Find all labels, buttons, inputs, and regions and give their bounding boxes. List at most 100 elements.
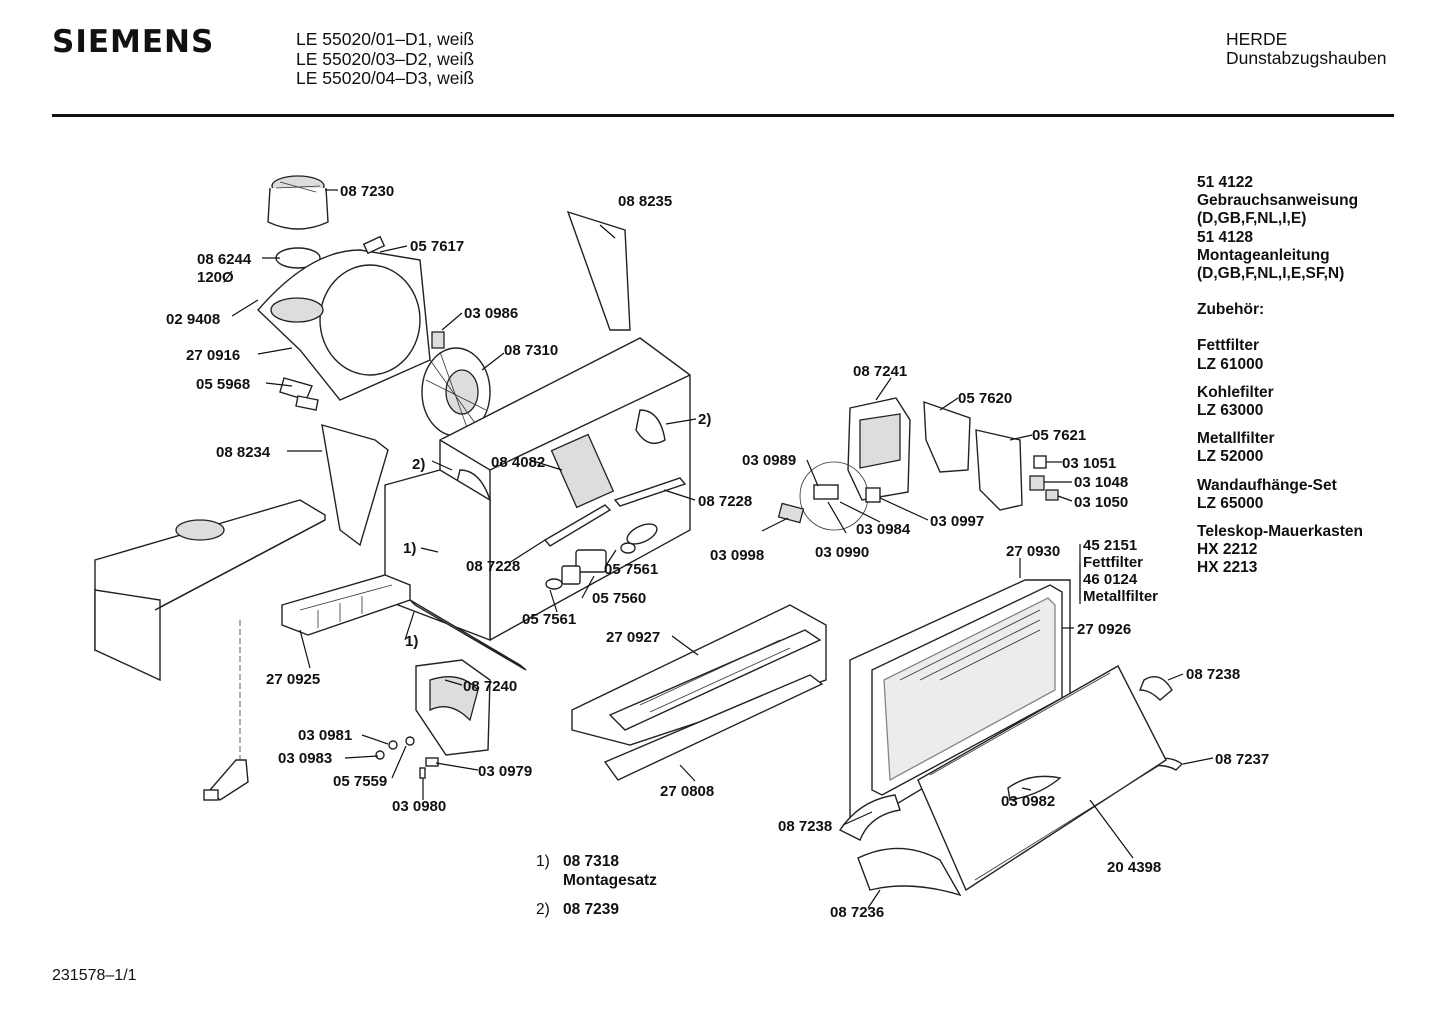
callout-label: 27 0808 bbox=[660, 783, 714, 800]
callout-label: 1) bbox=[403, 540, 416, 557]
footnote-code: 08 7239 bbox=[563, 901, 620, 918]
grease-filter-part bbox=[571, 604, 827, 781]
callout-label: 46 0124 bbox=[1083, 571, 1138, 588]
accessory-code: LZ 63000 bbox=[1197, 402, 1264, 420]
callout-label: 03 0989 bbox=[742, 452, 796, 469]
doc-languages: (D,GB,F,NL,I,E) bbox=[1197, 210, 1307, 228]
category-title: HERDE bbox=[1226, 29, 1288, 49]
doc-title: Montageanleitung bbox=[1197, 246, 1330, 264]
hood-body-part bbox=[384, 337, 691, 642]
callout-label: 03 1050 bbox=[1074, 494, 1128, 511]
callout-label: 05 7561 bbox=[604, 561, 658, 578]
callout-label: Metallfilter bbox=[1083, 588, 1158, 605]
footnote-marker: 1) bbox=[536, 853, 550, 870]
doc-languages: (D,GB,F,NL,I,E,SF,N) bbox=[1197, 265, 1345, 283]
accessory-name: Wandaufhänge-Set bbox=[1197, 476, 1337, 494]
front-panel-part bbox=[857, 665, 1167, 897]
callout-label: 03 0982 bbox=[1001, 793, 1055, 810]
lamp-socket-part bbox=[543, 477, 687, 590]
callout-label: 03 0983 bbox=[278, 750, 332, 767]
category-block: HERDE Dunstabzugshauben bbox=[1226, 30, 1387, 67]
callout-label: 27 0930 bbox=[1006, 543, 1060, 560]
callout-label: 05 7620 bbox=[958, 390, 1012, 407]
header-divider bbox=[52, 114, 1394, 117]
brand-logo: SIEMENS bbox=[52, 24, 215, 60]
metal-filter-frame-part bbox=[838, 579, 1184, 841]
switch-panel-part bbox=[375, 659, 491, 779]
callout-label: 05 7621 bbox=[1032, 427, 1086, 444]
callout-label: 45 2151 bbox=[1083, 537, 1137, 554]
callout-label: 03 0980 bbox=[392, 798, 446, 815]
model-line: LE 55020/04–D3, weiß bbox=[296, 68, 475, 88]
callout-label: Fettfilter bbox=[1083, 554, 1143, 571]
accessory-code: HX 2213 bbox=[1197, 559, 1258, 577]
cord-and-plug-part bbox=[203, 620, 249, 801]
callout-label: 2) bbox=[698, 411, 711, 428]
callout-label: 08 7238 bbox=[1186, 666, 1240, 683]
callout-label: 08 6244 bbox=[197, 251, 252, 268]
callout-label: 05 7617 bbox=[410, 238, 464, 255]
bottom-frame-part bbox=[281, 574, 527, 671]
callout-label: 08 7310 bbox=[504, 342, 558, 359]
callout-label: 03 0984 bbox=[856, 521, 911, 538]
callout-label: 08 7230 bbox=[340, 183, 394, 200]
model-line: LE 55020/01–D1, weiß bbox=[296, 29, 475, 49]
model-line: LE 55020/03–D2, weiß bbox=[296, 48, 475, 69]
callout-label: 2) bbox=[412, 456, 425, 473]
callout-label: 08 7237 bbox=[1215, 751, 1269, 768]
callout-label: 120Ø bbox=[197, 269, 234, 286]
callout-label: 03 0981 bbox=[298, 727, 352, 744]
category-subtitle: Dunstabzugshauben bbox=[1226, 47, 1387, 68]
callout-label: 08 7238 bbox=[778, 818, 832, 835]
callout-label: 03 0990 bbox=[815, 544, 869, 561]
callout-label: 03 0986 bbox=[464, 305, 518, 322]
accessory-name: Fettfilter bbox=[1197, 337, 1259, 355]
callout-label: 08 7228 bbox=[698, 493, 752, 510]
doc-title: Gebrauchsanweisung bbox=[1197, 192, 1359, 210]
callout-label: 08 7236 bbox=[830, 904, 884, 921]
callout-label: 05 5968 bbox=[196, 376, 250, 393]
callout-label: 03 1048 bbox=[1074, 474, 1128, 491]
model-list: LE 55020/01–D1, weiß LE 55020/03–D2, wei… bbox=[296, 29, 475, 89]
callout-label: 27 0927 bbox=[606, 629, 660, 646]
fan-housing-part bbox=[257, 235, 445, 411]
sidebar-info: 51 4122 Gebrauchsanweisung (D,GB,F,NL,I,… bbox=[1197, 174, 1363, 578]
callout-label: 03 1051 bbox=[1062, 455, 1116, 472]
duct-connector-part bbox=[267, 175, 329, 230]
doc-number: 51 4122 bbox=[1197, 174, 1254, 191]
footnote-legend: 1) 08 7318 Montagesatz 2) 08 7239 bbox=[536, 852, 657, 919]
mounting-plate-part bbox=[94, 210, 631, 682]
callout-label: 20 4398 bbox=[1107, 859, 1161, 876]
accessory-code: LZ 52000 bbox=[1197, 448, 1264, 466]
document-number: 231578–1/1 bbox=[52, 967, 137, 984]
callout-label: 05 7559 bbox=[333, 773, 387, 790]
callout-label: 08 4082 bbox=[491, 454, 545, 471]
accessory-code: LZ 65000 bbox=[1197, 494, 1264, 512]
accessory-code: LZ 61000 bbox=[1197, 355, 1264, 373]
callout-label: 27 0925 bbox=[266, 671, 320, 688]
callout-label: 1) bbox=[405, 633, 418, 650]
callout-label: 03 0998 bbox=[710, 547, 764, 564]
callout-label: 03 0997 bbox=[930, 513, 984, 530]
footnote-text: Montagesatz bbox=[563, 872, 657, 889]
doc-number: 51 4128 bbox=[1197, 228, 1254, 246]
footnote-marker: 2) bbox=[536, 901, 550, 918]
callout-labels: 08 7230 08 6244 120Ø 02 9408 05 7617 03 … bbox=[166, 183, 1269, 921]
callout-label: 27 0926 bbox=[1077, 621, 1131, 638]
accessory-name: Teleskop-Mauerkasten bbox=[1197, 523, 1363, 541]
footnote-code: 08 7318 bbox=[563, 853, 620, 870]
accessory-name: Metallfilter bbox=[1197, 430, 1275, 448]
callout-label: 05 7560 bbox=[592, 590, 646, 607]
callout-label: 02 9408 bbox=[166, 311, 220, 328]
accessories-title: Zubehör: bbox=[1197, 301, 1265, 319]
accessory-code: HX 2212 bbox=[1197, 541, 1258, 559]
leader-lines bbox=[231, 189, 1214, 909]
callout-label: 08 7241 bbox=[853, 363, 907, 380]
control-module-part bbox=[777, 397, 1059, 531]
callout-label: 08 7240 bbox=[463, 678, 517, 695]
callout-label: 05 7561 bbox=[522, 611, 576, 628]
accessory-name: Kohlefilter bbox=[1197, 383, 1274, 401]
callout-label: 08 8235 bbox=[618, 193, 672, 210]
callout-label: 27 0916 bbox=[186, 347, 240, 364]
